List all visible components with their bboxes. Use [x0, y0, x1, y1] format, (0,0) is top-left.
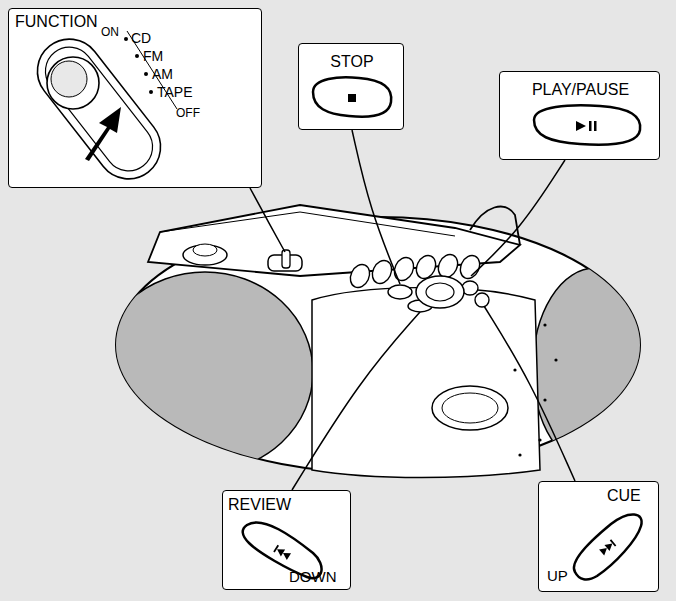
leader-line — [292, 312, 420, 490]
callout-label: TAPE — [157, 85, 193, 99]
callout-label: ON — [101, 26, 119, 38]
button-row — [347, 251, 489, 312]
leader-line — [471, 160, 565, 276]
callout-label: DOWN — [289, 569, 337, 584]
callout-label: FM — [143, 49, 163, 63]
panel-dots — [513, 323, 557, 456]
callout-label: REVIEW — [228, 497, 291, 513]
front-panel — [312, 288, 540, 478]
handle-knob — [183, 245, 227, 265]
callout-label: CUE — [607, 488, 641, 504]
stop-callout: STOP — [298, 43, 404, 130]
leader-line — [352, 130, 400, 284]
callout-label: STOP — [330, 54, 373, 70]
right-speaker — [533, 268, 657, 468]
callout-label: PLAY/PAUSE — [532, 82, 629, 98]
leader-lines — [250, 130, 575, 490]
handle — [470, 207, 520, 245]
leader-line — [484, 306, 575, 481]
callout-label: CD — [131, 31, 151, 45]
cd-window — [432, 386, 508, 430]
cue-callout: CUE UP — [538, 481, 659, 592]
callout-label: UP — [547, 568, 568, 583]
callout-label: FUNCTION — [15, 14, 98, 30]
review-callout: REVIEW DOWN — [222, 490, 351, 590]
control-disc — [416, 276, 464, 308]
callout-label: AM — [152, 67, 173, 81]
leader-line — [250, 188, 285, 252]
boombox — [97, 205, 657, 478]
play-pause-callout: PLAY/PAUSE — [499, 71, 660, 160]
left-speaker — [97, 272, 313, 472]
function-callout: FUNCTIONON CD FM AM TAPE OFF — [8, 8, 262, 188]
callout-label: OFF — [176, 107, 200, 119]
